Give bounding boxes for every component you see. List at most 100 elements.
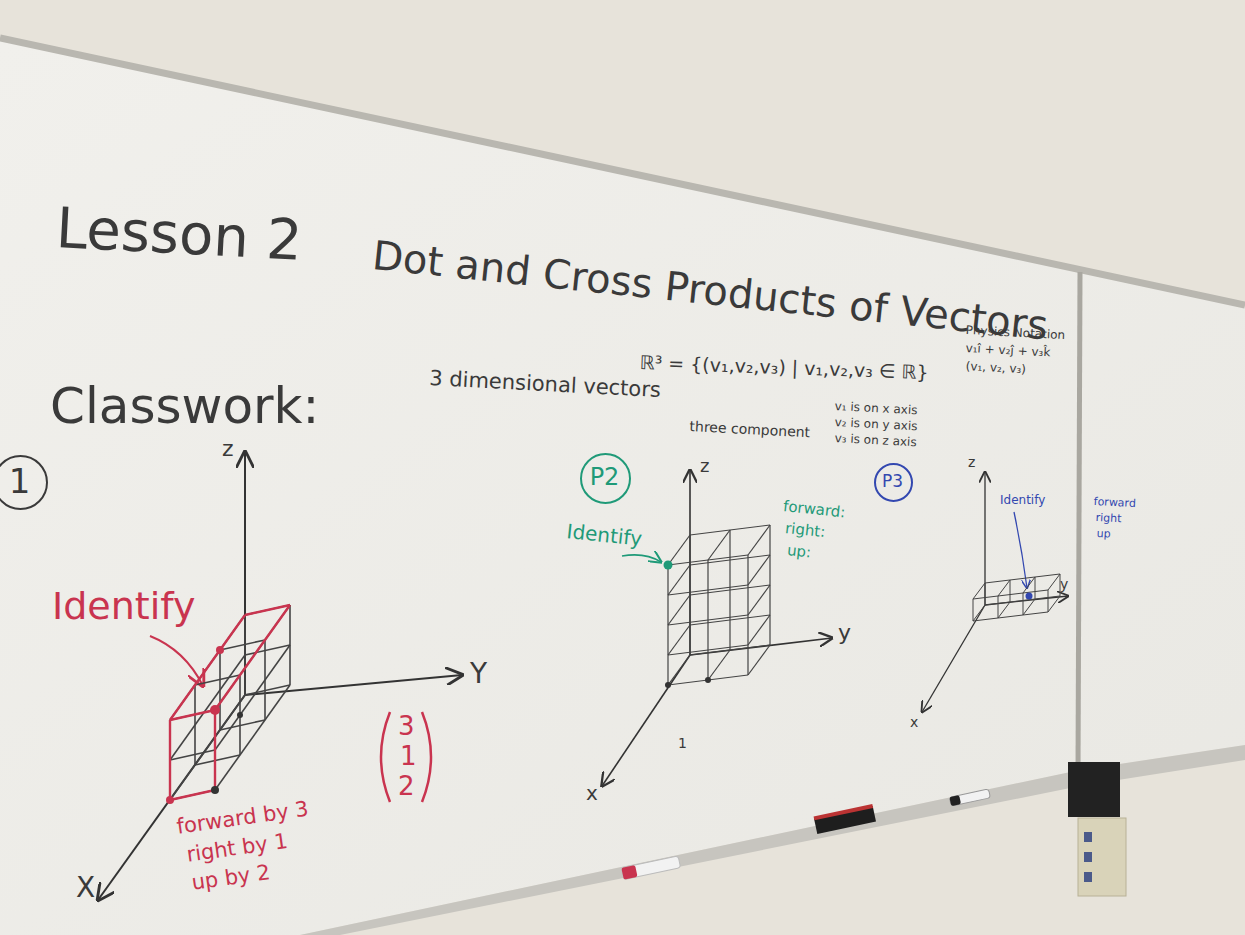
grid-line bbox=[998, 596, 999, 618]
highlight-edge bbox=[245, 605, 290, 615]
outlet-socket bbox=[1084, 872, 1092, 882]
circled-problem-number: 1 bbox=[0, 455, 48, 510]
axis-label: Y bbox=[470, 658, 487, 690]
grid-line bbox=[245, 685, 290, 695]
tray-holder bbox=[1068, 762, 1120, 817]
grid-line bbox=[668, 625, 690, 655]
grid-line bbox=[170, 615, 245, 720]
section-heading: Classwork: bbox=[50, 378, 319, 436]
grid-line bbox=[264, 640, 266, 720]
grid-line bbox=[170, 790, 215, 800]
grid-line bbox=[1048, 590, 1049, 612]
grid-line bbox=[214, 710, 216, 790]
circled-problem-number: P2 bbox=[580, 453, 631, 504]
column-bracket bbox=[422, 712, 431, 802]
grid-line bbox=[220, 720, 265, 730]
grid-line bbox=[1048, 596, 1060, 612]
grid-line bbox=[998, 580, 1010, 596]
point-marker bbox=[166, 796, 174, 804]
grid-line bbox=[1023, 577, 1035, 593]
step-note: forward bbox=[1093, 496, 1136, 511]
point-marker bbox=[211, 786, 219, 794]
axis-label: x bbox=[586, 782, 598, 805]
grid-line bbox=[1048, 574, 1060, 590]
problem-number: P2 bbox=[590, 464, 620, 492]
grid-line bbox=[1035, 577, 1036, 599]
step-note: up: bbox=[786, 542, 812, 562]
pointer-arrow bbox=[622, 555, 661, 562]
grid-line bbox=[708, 650, 730, 680]
grid-line bbox=[170, 695, 245, 800]
highlight-edge bbox=[214, 710, 216, 790]
power-outlet bbox=[1078, 818, 1126, 896]
highlight-edge bbox=[170, 790, 215, 800]
outlet-socket bbox=[1084, 832, 1092, 842]
grid-line bbox=[973, 583, 985, 599]
grid-line bbox=[668, 535, 690, 565]
grid-line bbox=[215, 645, 290, 750]
grid-line bbox=[769, 525, 770, 645]
black-marker bbox=[949, 789, 990, 806]
axis-label: X bbox=[76, 872, 95, 904]
circled-problem-number: P3 bbox=[874, 463, 913, 502]
grid-line bbox=[245, 645, 290, 655]
grid-line bbox=[748, 645, 770, 675]
grid-line bbox=[195, 755, 240, 765]
red-marker bbox=[621, 856, 680, 880]
point-marker bbox=[237, 712, 243, 718]
vector-component: 2 bbox=[398, 772, 415, 802]
grid-line bbox=[170, 655, 245, 760]
point-marker bbox=[665, 682, 671, 688]
grid-line bbox=[194, 685, 196, 765]
grid-line bbox=[219, 650, 221, 730]
grid-line bbox=[667, 565, 668, 685]
axis-label: z bbox=[222, 436, 234, 461]
column-bracket bbox=[381, 712, 390, 802]
grid-line bbox=[1023, 599, 1035, 615]
grid-line bbox=[215, 685, 290, 790]
vector-component: 3 bbox=[398, 712, 415, 742]
grid-line bbox=[748, 525, 770, 555]
grid-line bbox=[973, 599, 974, 621]
axis-label: y bbox=[838, 620, 851, 645]
point-marker bbox=[216, 646, 224, 654]
pointer-arrow bbox=[1014, 512, 1027, 588]
marker-tray bbox=[300, 745, 1245, 935]
pointer-arrow bbox=[150, 636, 203, 686]
grid-line bbox=[170, 750, 215, 760]
vector-component: 1 bbox=[400, 742, 417, 772]
grid-line bbox=[973, 612, 1048, 621]
grid-line bbox=[708, 530, 730, 560]
axis-label: x bbox=[910, 714, 918, 730]
grid-line bbox=[747, 555, 748, 675]
grid-line bbox=[985, 583, 986, 605]
y-axis bbox=[245, 675, 462, 695]
grid-line bbox=[973, 605, 985, 621]
highlight-edge bbox=[169, 720, 171, 800]
grid-line bbox=[668, 595, 690, 625]
grid-line bbox=[1010, 580, 1011, 602]
highlight-edge bbox=[170, 710, 215, 720]
grid-line bbox=[985, 574, 1060, 583]
board-divider bbox=[1078, 272, 1080, 770]
z-axis bbox=[244, 452, 246, 695]
grid-line bbox=[748, 555, 770, 585]
grid-line bbox=[748, 585, 770, 615]
grid-line bbox=[244, 615, 246, 695]
point-marker bbox=[210, 705, 220, 715]
point-marker bbox=[1026, 593, 1033, 600]
grid-line bbox=[668, 655, 690, 685]
problem-number: 1 bbox=[9, 462, 31, 501]
eraser bbox=[814, 804, 876, 834]
point-marker bbox=[664, 561, 673, 570]
grid-line bbox=[998, 602, 1010, 618]
lesson-title: Lesson 2 bbox=[55, 196, 304, 273]
grid-line bbox=[289, 605, 291, 685]
grid-line bbox=[729, 530, 730, 650]
identify-label: Identify bbox=[52, 585, 195, 629]
grid-line bbox=[215, 605, 290, 710]
axis-label: y bbox=[1060, 576, 1068, 592]
x-axis bbox=[602, 655, 690, 786]
step-note: up bbox=[1096, 528, 1111, 541]
y-axis bbox=[690, 638, 832, 655]
